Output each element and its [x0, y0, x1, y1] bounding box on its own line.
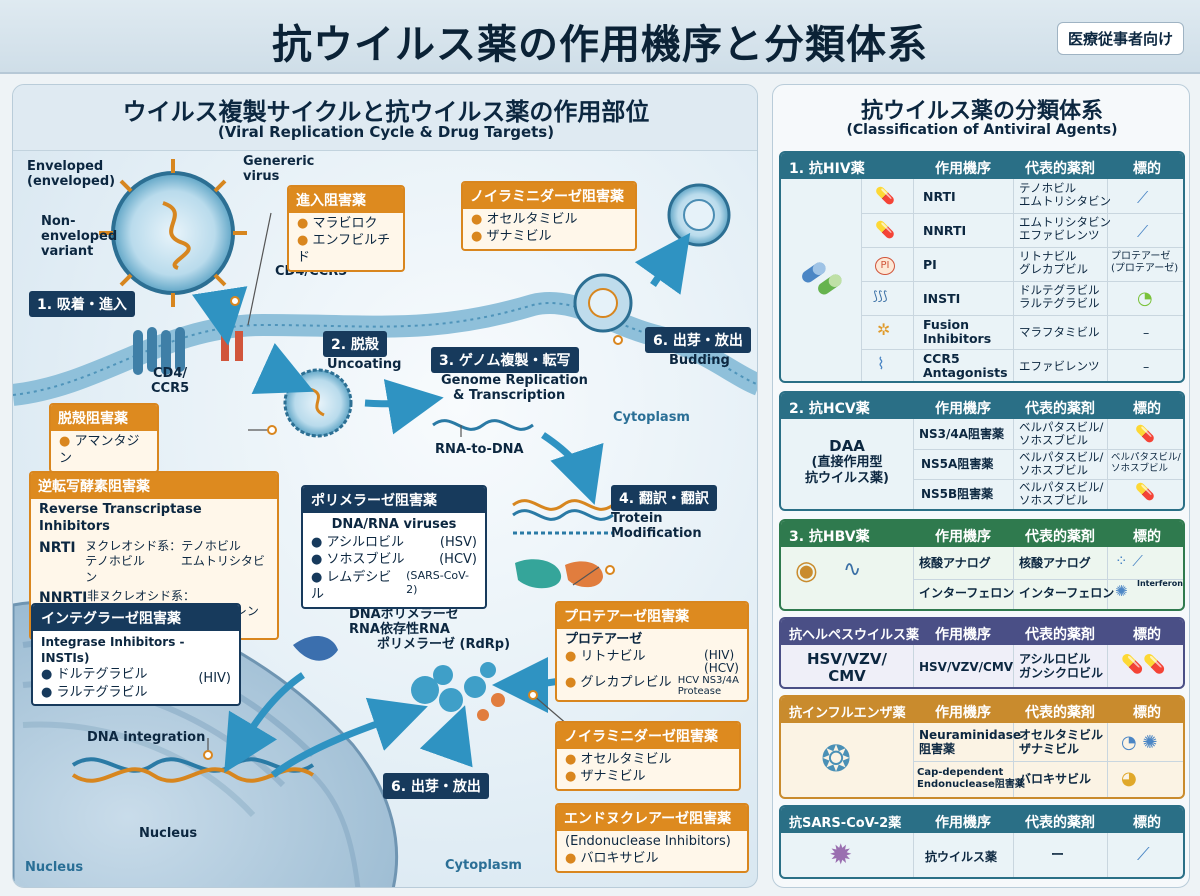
- virus-icon: ✺: [1115, 582, 1128, 600]
- section-hbv: 3. 抗HBV薬 作用機序 代表的薬剤 標的 ◉ ∿ 核酸アナログ 核酸アナログ…: [779, 519, 1185, 611]
- virus-icon: ◉: [795, 556, 818, 586]
- arrow-integration: [224, 672, 305, 774]
- capsule-icon: 💊: [1135, 424, 1155, 443]
- protein-shape: [515, 559, 562, 589]
- syringe-icon: ⟋: [1137, 188, 1149, 207]
- enzyme-icon: ◔ ✺: [1121, 732, 1158, 753]
- step-3-replication: 3. ゲノム複製・転写: [431, 347, 579, 373]
- classification-panel: 抗ウイルス薬の分類体系 (Classification of Antiviral…: [772, 84, 1190, 888]
- pill-icon: 💊: [875, 220, 895, 239]
- arrow-uncoat: [251, 343, 315, 395]
- enzyme-icon: ◔: [1137, 288, 1153, 309]
- coronavirus-icon: ✹: [829, 838, 853, 871]
- influenza-virus-icon: ❂: [821, 739, 852, 780]
- section-hiv: 1. 抗HIV薬 作用機序 代表的薬剤 標的 💊 💊 PI ⟆⟆⟆ ✲ ⌇ NR…: [779, 151, 1185, 383]
- interferon-label: Interferon: [1137, 579, 1183, 588]
- endonuclease-inhibitor-box: エンドヌクレアーゼ阻害薬 (Endonuclease Inhibitors) ●…: [555, 803, 749, 873]
- pi-badge-icon: PI: [875, 257, 895, 275]
- classification-subtitle: (Classification of Antiviral Agents): [846, 122, 1118, 138]
- arrow-release: [419, 705, 473, 768]
- label-receptor-2: CD4/CCR5: [151, 366, 190, 396]
- arrow-budding-release: [634, 232, 691, 295]
- arrow-entry: [192, 286, 248, 346]
- section-sars-cov-2: 抗SARS-CoV-2薬 作用機序 代表的薬剤 標的 ✹ 抗ウイルス薬 ー ⟋: [779, 805, 1185, 879]
- step-3-sub1: Genome Replication: [441, 373, 588, 388]
- diagram-subtitle: (Viral Replication Cycle & Drug Targets): [217, 123, 555, 141]
- virus-released: [667, 183, 731, 247]
- virus-budding: [573, 273, 633, 333]
- arrow-translation: [541, 432, 604, 505]
- step-4-sub: Trotein Modification: [611, 511, 702, 541]
- label-cytoplasm-2: Cytoplasm: [445, 858, 522, 873]
- step-3-sub2: & Transcription: [453, 388, 566, 403]
- replication-diagram-panel: ウイルス複製サイクルと抗ウイルス薬の作用部位 (Viral Replicatio…: [12, 84, 758, 888]
- step-6-release: 6. 出芽・放出: [383, 773, 489, 799]
- arrow-replication: [364, 379, 444, 435]
- step-6-budding: 6. 出芽・放出: [645, 327, 751, 353]
- dna-icon: ⟆⟆⟆: [873, 288, 888, 303]
- label-dna-integration: DNA integration: [87, 730, 206, 745]
- capsule-icon: 💊💊: [1121, 654, 1166, 675]
- syringe-icon: ⟋: [1137, 222, 1149, 241]
- virus-particle-top: [99, 159, 247, 307]
- label-cytoplasm-1: Cytoplasm: [613, 410, 690, 425]
- section-herpes: 抗ヘルペスウイルス薬 作用機序 代表的薬剤 標的 HSV/VZV/CMV HSV…: [779, 617, 1185, 689]
- membrane-receptors: [133, 327, 243, 375]
- integrase-inhibitor-box: インテグラーゼ阻害薬 Integrase Inhibitors - INSTIs…: [31, 603, 241, 707]
- endonuclease-icon: ◕: [1121, 768, 1137, 789]
- pill-icon: 💊: [875, 186, 895, 205]
- step-6-budding-sub: Budding: [669, 353, 730, 368]
- page-title: 抗ウイルス薬の作用機序と分類体系: [272, 22, 928, 68]
- receptor-icon: ⌇: [877, 354, 885, 373]
- syringe-icon: ⟋: [1137, 844, 1150, 865]
- particles-icon: ⁘ ⟋: [1115, 552, 1143, 570]
- label-nucleus-1: Nucleus: [139, 826, 198, 841]
- neuraminidase-box-top: ノイラミニダーゼ阻害薬 ● オセルタミビル ● ザナミビル: [461, 181, 637, 251]
- arrow-exit: [270, 697, 428, 778]
- title-bar: 抗ウイルス薬の作用機序と分類体系 医療従事者向け: [0, 0, 1200, 74]
- diagram-header: ウイルス複製サイクルと抗ウイルス薬の作用部位 (Viral Replicatio…: [13, 85, 757, 151]
- step-4-translation: 4. 翻訳・翻訳: [611, 485, 717, 511]
- neuraminidase-box-bottom: ノイラミニダーゼ阻害薬 ● オセルタミビル ● ザナミビル: [555, 721, 741, 791]
- dna-icon: ∿: [843, 557, 862, 582]
- classification-title: 抗ウイルス薬の分類体系: [860, 99, 1103, 124]
- step-2-sub: Uncoating: [327, 357, 402, 372]
- assembly-blobs: [411, 662, 496, 712]
- label-nucleus-2: Nucleus: [25, 860, 84, 875]
- step-2-uncoating: 2. 脱殻: [323, 331, 387, 357]
- rna-strand: [432, 419, 534, 431]
- label-enveloped: Enveloped(enveloped): [27, 159, 116, 189]
- capsule-icon: [802, 262, 842, 295]
- diagram-title: ウイルス複製サイクルと抗ウイルス薬の作用部位: [122, 98, 650, 126]
- capsule-icon: 💊: [1135, 482, 1155, 501]
- fusion-icon: ✲: [877, 320, 891, 339]
- section-hcv: 2. 抗HCV薬 作用機序 代表的薬剤 標的 DAA(直接作用型抗ウイルス薬) …: [779, 391, 1185, 511]
- uncoating-inhibitor-box: 脱殻阻害薬 ● アマンタジン: [49, 403, 159, 473]
- label-rna-to-dna: RNA-to-DNA: [435, 442, 524, 457]
- entry-inhibitor-box: 進入阻害薬 ● マラビロク ● エンフビルチド: [287, 185, 405, 272]
- polymerase-inhibitor-box: ポリメラーゼ阻害薬 DNA/RNA viruses ● アシルロビル(HSV) …: [301, 485, 487, 609]
- protease-inhibitor-box: プロテアーゼ阻害薬 プロテアーゼ ● リトナビル(HIV)(HCV) ● グレカ…: [555, 601, 749, 703]
- step-1-attachment: 1. 吸着・進入: [29, 291, 135, 317]
- audience-badge: 医療従事者向け: [1056, 22, 1184, 55]
